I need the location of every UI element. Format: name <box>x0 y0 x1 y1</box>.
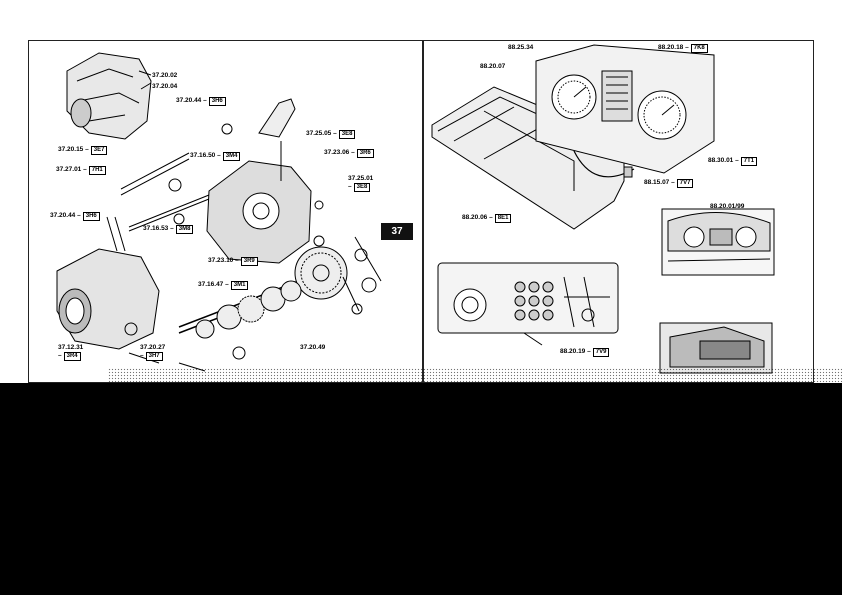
callout-88-20-06: 88.20.06 –8E1 <box>462 214 512 223</box>
callout-88-25-34: 88.25.34 <box>508 44 534 51</box>
callout-37-16-53: 37.16.53 –3M8 <box>143 225 194 234</box>
instrument-cluster-panel <box>423 40 814 383</box>
callout-37-23-06: 37.23.06 –3R6 <box>324 149 374 158</box>
callout-37-27-01: 37.27.01 –7H1 <box>56 166 106 175</box>
callout-37-20-49: 37.20.49 <box>300 344 326 351</box>
callout-37-20-27: 37.20.27–3H7 <box>140 344 166 361</box>
callout-37-12-31: 37.12.31–3R4 <box>58 344 84 361</box>
callout-37-20-15: 37.20.15 –3E7 <box>58 146 108 155</box>
callout-88-20-18: 88.20.18 –7K8 <box>658 44 708 53</box>
callout-37-20-44-left: 37.20.44 –3H6 <box>50 212 100 221</box>
callout-37-20-44-top: 37.20.44 –3H6 <box>176 97 226 106</box>
callout-88-20-19: 88.20.19 –7V9 <box>560 348 610 357</box>
callout-88-20-01-99: 88.20.01/99 <box>710 203 745 210</box>
callout-37-25-05: 37.25.05 –3E8 <box>306 130 356 139</box>
manual-sheet: 37.20.02 37.20.04 37.20.44 –3H6 37.25.05… <box>0 0 842 383</box>
callout-37-20-02: 37.20.02 <box>152 72 178 79</box>
callout-88-20-07: 88.20.07 <box>480 63 506 70</box>
gearbox-exploded-drawing <box>56 52 382 372</box>
scan-dither-strip <box>108 368 842 383</box>
section-number-tab: 37 <box>381 223 413 240</box>
instrument-cluster-drawing <box>431 44 775 374</box>
callout-37-23-10: 37.23.10 –3R9 <box>208 257 258 266</box>
callout-37-25-01: 37.25.01–3E8 <box>348 175 374 192</box>
callout-88-15-07: 88.15.07 –7V7 <box>644 179 694 188</box>
callout-37-20-04: 37.20.04 <box>152 83 178 90</box>
callout-37-16-47: 37.16.47 –3M1 <box>198 281 249 290</box>
callout-88-30-01: 88.30.01 –7T1 <box>708 157 758 166</box>
callout-37-16-50: 37.16.50 –3M4 <box>190 152 241 161</box>
